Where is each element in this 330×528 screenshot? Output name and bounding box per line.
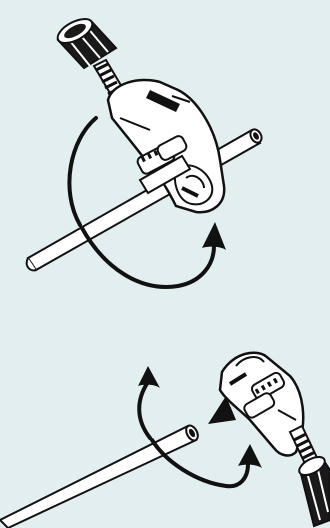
- bottom-scene: [0, 351, 330, 528]
- bottom-rotation-arrow-back-icon: [137, 380, 152, 440]
- bottom-pipe: [0, 424, 199, 528]
- top-rotation-arrow-front-icon: [80, 226, 216, 289]
- bottom-cutter-knob-icon: [298, 455, 330, 528]
- top-scene: [25, 18, 263, 289]
- bottom-rotation-arrow-front-icon: [150, 438, 250, 489]
- top-cutter-body: [106, 78, 226, 214]
- top-rotation-arrow-back-icon: [67, 116, 98, 227]
- top-pipe-front-segment: [138, 154, 192, 195]
- bottom-rotation-arrowhead-icon: [238, 444, 262, 468]
- bottom-rotation-arrowhead-up-icon: [138, 366, 160, 388]
- top-cutter-knob-icon: [56, 18, 118, 70]
- bottom-pipe-cutter: [208, 351, 330, 528]
- top-pipe-cutter: [56, 18, 226, 214]
- top-rotation-arrowhead-icon: [202, 222, 226, 250]
- bottom-cutter-wheel-icon: [208, 396, 236, 424]
